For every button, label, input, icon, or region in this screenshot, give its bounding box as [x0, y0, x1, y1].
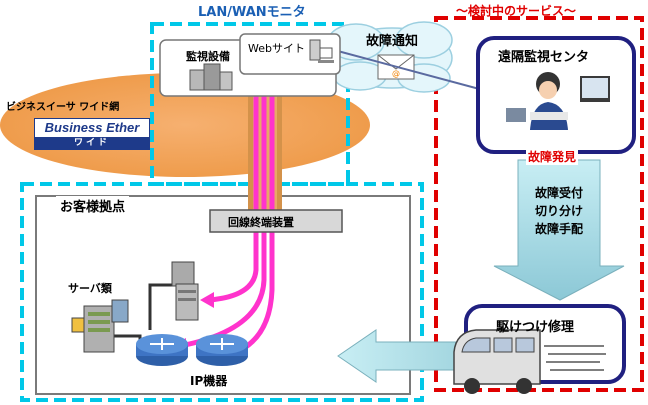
process-step: 故障受付	[534, 186, 583, 200]
wide-network-label: ビジネスイーサ ワイド網	[6, 102, 120, 113]
on-site-repair-label: 駆けつけ修理	[496, 320, 575, 335]
line-terminal-label: 回線終端装置	[228, 216, 294, 229]
process-step: 切り分け	[534, 204, 583, 218]
logo-line1: Business Ether	[44, 120, 140, 135]
operator-icon	[506, 72, 610, 130]
ip-router-icon-1	[136, 334, 188, 366]
monitor-equipment-label: 監視設備	[186, 50, 230, 63]
services-under-review-title: ～検討中のサービス～	[456, 4, 577, 18]
customer-frame	[20, 182, 424, 402]
monitor-server-icon	[189, 63, 233, 91]
fault-notification-label: 故障通知	[366, 34, 419, 49]
repair-van-icon	[453, 329, 606, 394]
website-label: Webサイト	[248, 42, 305, 55]
website-pc-icon	[309, 39, 334, 63]
lan-wan-monitor-title: LAN/WANモニタ	[198, 5, 306, 20]
svg-text:@: @	[392, 69, 400, 78]
business-ether-logo: Business Ether ワイド	[34, 118, 150, 150]
logo-line2: ワイド	[35, 137, 149, 149]
remote-center-title: 遠隔監視センタ	[498, 50, 590, 65]
customer-servers-icon	[171, 261, 199, 321]
servers-label: サーバ類	[68, 282, 112, 295]
fault-found-label: 故障発見	[526, 148, 579, 165]
process-arrow	[493, 159, 625, 301]
line-terminal-box	[209, 209, 343, 233]
server-rack-icon	[71, 299, 129, 353]
ip-devices-label: IP機器	[190, 374, 228, 388]
customer-site-label: お客様拠点	[56, 196, 130, 215]
ip-router-icon-2	[196, 334, 248, 366]
process-step: 故障手配	[534, 222, 583, 236]
process-steps: 故障受付 切り分け 故障手配	[518, 184, 600, 238]
